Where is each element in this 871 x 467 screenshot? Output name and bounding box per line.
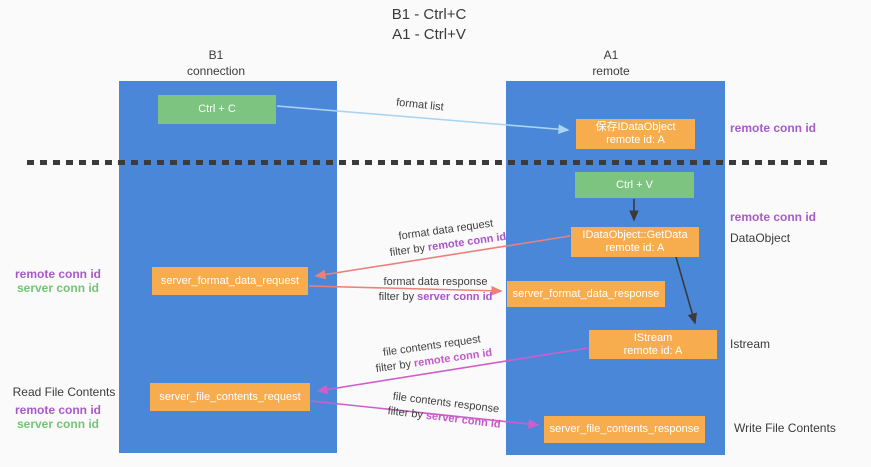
- lane-b1-name: B1: [208, 48, 224, 62]
- node-idataobject-getdata: IDataObject::GetData remote id: A: [571, 227, 699, 257]
- right-label-remote-conn-id-mid: remote conn id: [730, 210, 817, 224]
- label-format-list: format list: [395, 96, 445, 114]
- lane-b1-role: connection: [186, 64, 246, 78]
- title-line-1: B1 - Ctrl+C: [391, 6, 467, 23]
- node-server-file-contents-response: server_file_contents_response: [544, 416, 705, 443]
- diagram-title: B1 - Ctrl+C A1 - Ctrl+V: [0, 5, 858, 45]
- left-server-conn-id: server conn id: [16, 281, 100, 295]
- left-label-read-file-contents: Read File Contents: [12, 385, 116, 399]
- label-file-contents-response: file contents response filter by server …: [382, 389, 509, 434]
- lane-header-a1: A1 remote: [541, 47, 681, 79]
- node-istream: IStream remote id: A: [589, 330, 717, 359]
- left-label-format-conn-ids: remote conn id server conn id: [8, 267, 108, 295]
- node-server-file-contents-request: server_file_contents_request: [150, 383, 310, 411]
- node-server-format-data-response: server_format_data_response: [507, 281, 665, 307]
- lane-header-b1: B1 connection: [146, 47, 286, 79]
- node-ctrl-c: Ctrl + C: [158, 95, 276, 124]
- lane-a1-name: A1: [603, 48, 619, 62]
- ctrl-c-label: Ctrl + C: [198, 103, 236, 115]
- node-save-idataobject: 保存IDataObject remote id: A: [576, 119, 695, 149]
- left-remote-conn-id: remote conn id: [14, 403, 101, 417]
- node-ctrl-v: Ctrl + V: [575, 172, 694, 198]
- left-remote-conn-id: remote conn id: [14, 267, 101, 281]
- save-idataobject-line2: remote id: A: [606, 134, 665, 146]
- node-server-format-data-request: server_format_data_request: [152, 267, 308, 295]
- left-server-conn-id: server conn id: [16, 417, 100, 431]
- istream-line2: remote id: A: [623, 344, 683, 357]
- right-label-dataobject: DataObject: [730, 231, 791, 245]
- title-line-2: A1 - Ctrl+V: [392, 26, 466, 43]
- save-idataobject-line1: 保存IDataObject: [595, 121, 676, 133]
- format-data-response-filter: filter by server conn id: [378, 291, 493, 303]
- ctrl-v-label: Ctrl + V: [616, 178, 653, 191]
- left-label-file-conn-ids: remote conn id server conn id: [8, 403, 108, 431]
- getdata-line1: IDataObject::GetData: [582, 229, 688, 241]
- copy-paste-divider: [27, 160, 833, 165]
- format-response-label: server_format_data_response: [512, 287, 660, 300]
- format-request-label: server_format_data_request: [160, 274, 300, 287]
- label-file-contents-request: file contents request filter by remote c…: [371, 331, 496, 378]
- lane-a1-role: remote: [592, 64, 630, 78]
- label-format-data-response: format data response filter by server co…: [373, 275, 498, 305]
- format-data-response-text: format data response: [383, 276, 488, 288]
- label-format-data-request: format data request filter by remote con…: [385, 215, 510, 262]
- istream-line1: IStream: [633, 331, 673, 344]
- file-response-label: server_file_contents_response: [549, 423, 700, 435]
- right-label-write-file-contents: Write File Contents: [734, 421, 836, 435]
- file-request-label: server_file_contents_request: [159, 390, 301, 403]
- right-label-remote-conn-id-top: remote conn id: [730, 121, 817, 135]
- getdata-line2: remote id: A: [605, 242, 665, 254]
- server-conn-id-key: server conn id: [417, 291, 493, 303]
- right-label-istream: Istream: [730, 337, 771, 351]
